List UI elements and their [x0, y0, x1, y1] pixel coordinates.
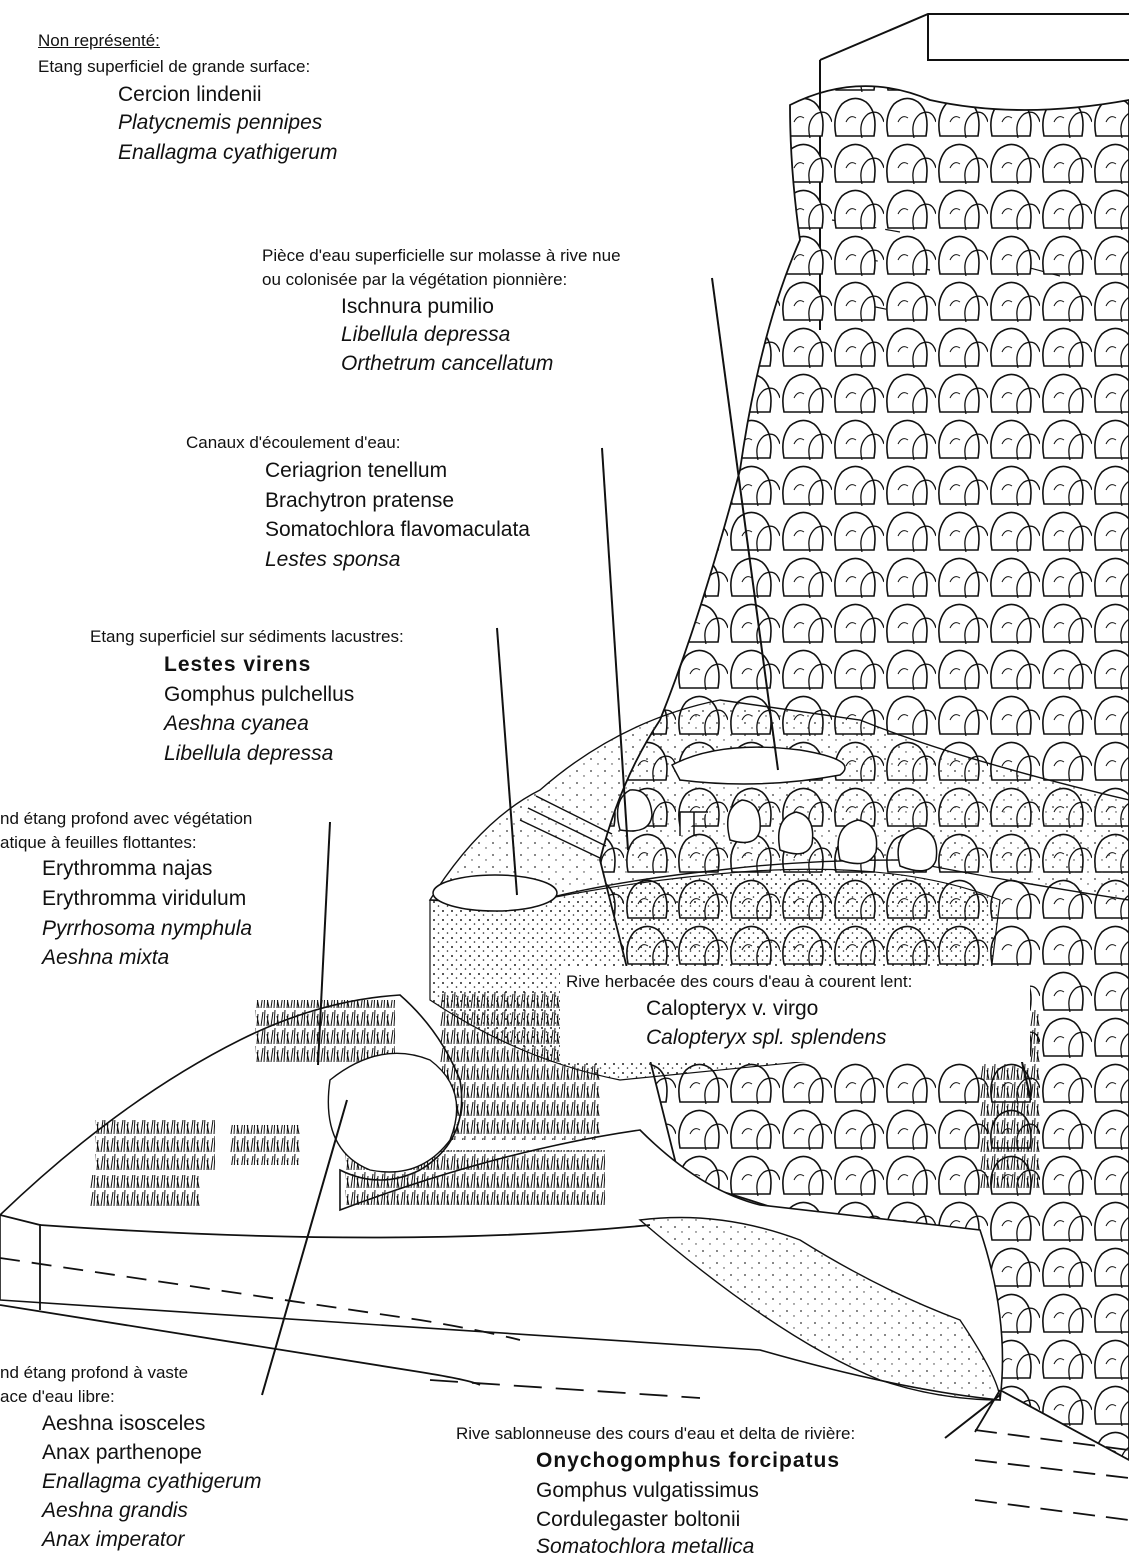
large-pond-heading: Etang superficiel de grande surface: [38, 58, 310, 75]
habitat-heading-eau-libre: nd étang profond à vaste [0, 1364, 188, 1381]
habitat-heading-rive-sablonneuse: Rive sablonneuse des cours d'eau et delt… [456, 1425, 855, 1442]
species-name: Platycnemis pennipes [118, 112, 322, 133]
habitat-heading-rive-herbacee: Rive herbacée des cours d'eau à courent … [566, 973, 912, 990]
species-name: Libellula depressa [341, 324, 510, 345]
species-name: Ischnura pumilio [341, 296, 494, 317]
species-name: Cercion lindenii [118, 84, 262, 105]
habitat-heading-flottantes: atique à feuilles flottantes: [0, 834, 197, 851]
species-name: Brachytron pratense [265, 490, 454, 511]
deep-pond [328, 1053, 456, 1172]
species-name: Somatochlora flavomaculata [265, 519, 530, 540]
species-name: Enallagma cyathigerum [118, 142, 337, 163]
species-name: Gomphus pulchellus [164, 684, 354, 705]
habitat-heading-molasse: Pièce d'eau superficielle sur molasse à … [262, 247, 621, 264]
species-name: Orthetrum cancellatum [341, 353, 553, 374]
species-name: Erythromma viridulum [42, 888, 246, 909]
species-name: Ceriagrion tenellum [265, 460, 447, 481]
species-name: Aeshna isosceles [42, 1413, 205, 1434]
species-name: Erythromma najas [42, 858, 212, 879]
species-name: Enallagma cyathigerum [42, 1471, 261, 1492]
not-represented-note: Non représenté: [38, 32, 160, 49]
species-name: Somatochlora metallica [536, 1536, 754, 1557]
species-name: Aeshna mixta [42, 947, 169, 968]
habitat-heading-eau-libre: ace d'eau libre: [0, 1388, 115, 1405]
habitat-heading-sediments: Etang superficiel sur sédiments lacustre… [90, 628, 404, 645]
species-name: Calopteryx spl. splendens [646, 1027, 886, 1048]
species-name: Aeshna grandis [42, 1500, 188, 1521]
species-name-highlighted: Lestes virens [164, 654, 311, 675]
species-name: Aeshna cyanea [164, 713, 309, 734]
habitat-heading-molasse: ou colonisée par la végétation pionnière… [262, 271, 567, 288]
species-name: Pyrrhosoma nymphula [42, 918, 252, 939]
species-name: Lestes sponsa [265, 549, 400, 570]
species-name: Gomphus vulgatissimus [536, 1480, 759, 1501]
species-name-highlighted: Onychogomphus forcipatus [536, 1450, 840, 1471]
habitat-heading-flottantes: nd étang profond avec végétation [0, 810, 252, 827]
species-name: Libellula depressa [164, 743, 333, 764]
habitat-heading-canaux: Canaux d'écoulement d'eau: [186, 434, 400, 451]
species-name: Anax parthenope [42, 1442, 202, 1463]
pond-sediments [433, 875, 557, 911]
species-name: Calopteryx v. virgo [646, 998, 818, 1019]
species-name: Cordulegaster boltonii [536, 1509, 740, 1530]
